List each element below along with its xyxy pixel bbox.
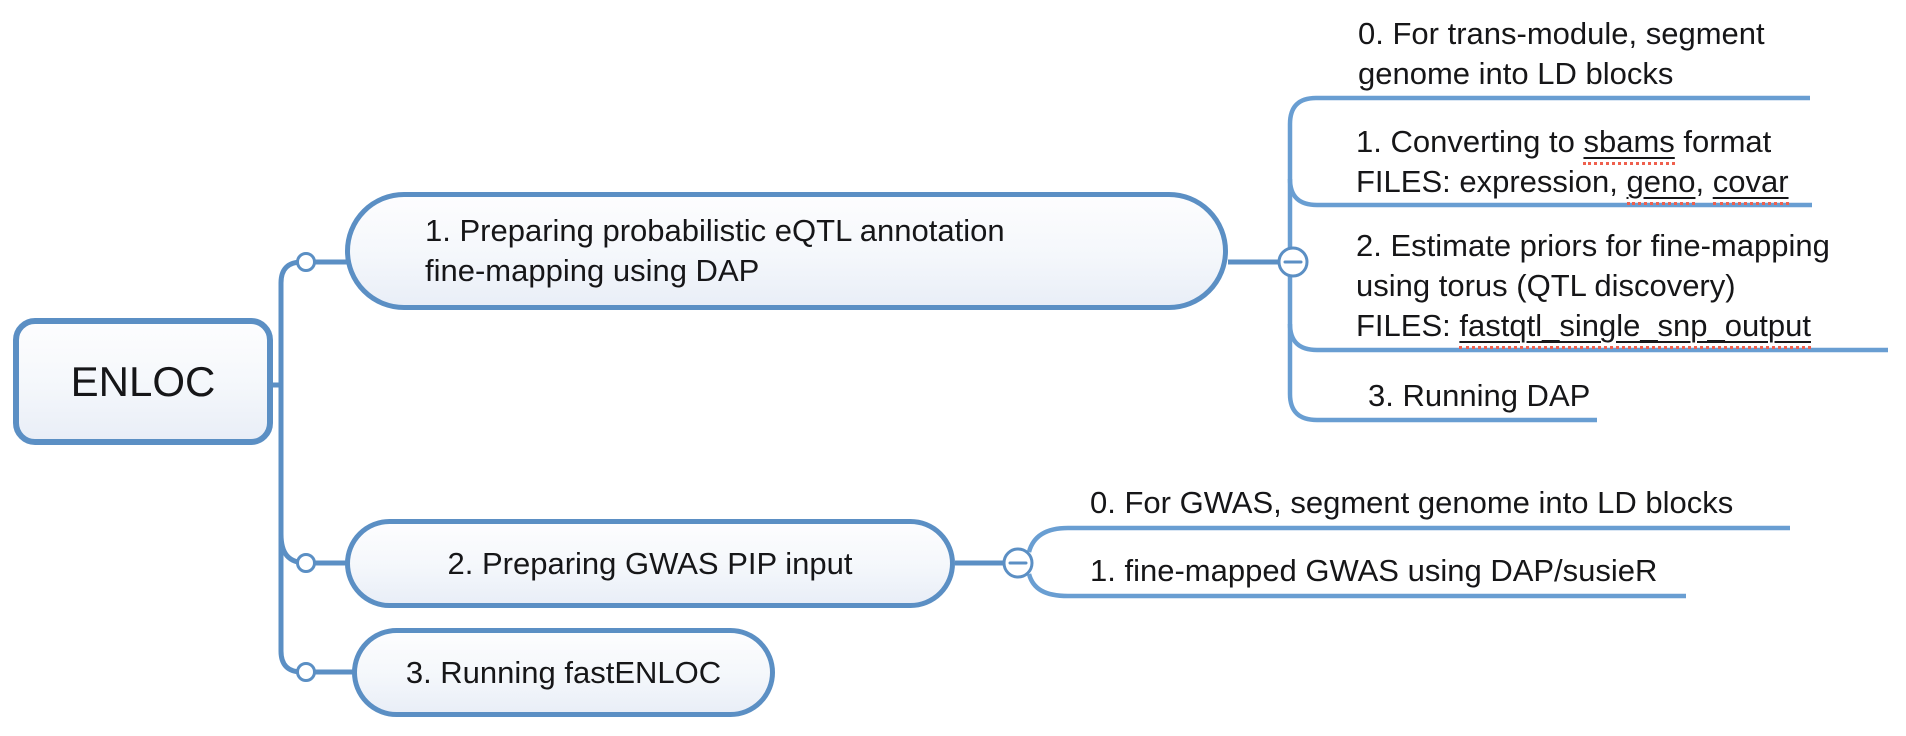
leaf-node-1-3[interactable]: 3. Running DAP	[1368, 376, 1590, 416]
leaf-node-2-0[interactable]: 0. For GWAS, segment genome into LD bloc…	[1090, 483, 1733, 523]
branch-node-1[interactable]: 1. Preparing probabilistic eQTL annotati…	[345, 192, 1228, 310]
leaf-node-1-2[interactable]: 2. Estimate priors for fine-mapping using…	[1356, 226, 1830, 349]
leaf-text: using torus (QTL discovery)	[1356, 268, 1736, 303]
leaf-text-underlined: geno	[1626, 164, 1696, 205]
leaf-text: 1. Converting to	[1356, 124, 1584, 159]
leaf-text: 2. Estimate priors for fine-mapping	[1356, 228, 1830, 263]
branch-dot-node-3	[296, 662, 316, 682]
leaf-text: ,	[1695, 164, 1713, 199]
leaf-text-underlined: fastqtl_single_snp_output	[1459, 308, 1811, 349]
leaf-text: 0. For trans-module, segment	[1358, 16, 1765, 51]
leaf-text-underlined: sbams	[1583, 124, 1675, 165]
leaf-text: FILES:	[1356, 308, 1460, 343]
leaf-text: 0. For GWAS, segment genome into LD bloc…	[1090, 485, 1734, 520]
leaf-text-underlined: covar	[1712, 164, 1789, 205]
leaf-node-2-1[interactable]: 1. fine-mapped GWAS using DAP/susieR	[1090, 551, 1657, 591]
branch-node-3[interactable]: 3. Running fastENLOC	[352, 628, 775, 717]
child-line-2-0	[1026, 525, 1790, 553]
leaf-text: 1. fine-mapped GWAS using DAP/susieR	[1090, 553, 1658, 588]
collapse-button-node-2[interactable]	[1002, 547, 1034, 579]
trunk-line	[278, 259, 356, 675]
branch-node-1-label: 1. Preparing probabilistic eQTL annotati…	[425, 213, 1005, 288]
branch-dot-node-1	[296, 252, 316, 272]
child-line-2-1	[1026, 573, 1686, 599]
root-node-enloc[interactable]: ENLOC	[13, 318, 273, 445]
branch-dot-node-2	[296, 553, 316, 573]
leaf-node-1-0[interactable]: 0. For trans-module, segment genome into …	[1358, 14, 1765, 94]
collapse-button-node-1[interactable]	[1277, 246, 1309, 278]
child-line-1-1	[1287, 178, 1812, 208]
leaf-text: FILES: expression,	[1356, 164, 1627, 199]
leaf-text: 3. Running DAP	[1368, 378, 1591, 413]
branch-node-2-label: 2. Preparing GWAS PIP input	[447, 545, 853, 581]
leaf-text: genome into LD blocks	[1358, 56, 1674, 91]
branch-node-3-label: 3. Running fastENLOC	[405, 654, 722, 690]
leaf-text: format	[1674, 124, 1772, 159]
branch-node-2[interactable]: 2. Preparing GWAS PIP input	[345, 519, 955, 608]
child-line-1-2	[1287, 323, 1888, 353]
root-node-label: ENLOC	[70, 357, 216, 405]
